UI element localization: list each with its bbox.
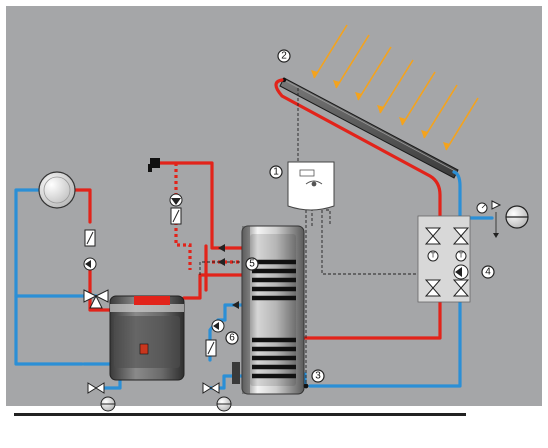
flow-arrows (218, 244, 239, 309)
radiator[interactable] (38, 171, 76, 209)
station-valve (424, 279, 442, 297)
callout-bottom-sensor: 3 (311, 369, 325, 383)
sun-rays (313, 24, 479, 151)
storage-tank[interactable] (241, 225, 305, 395)
boiler-window (139, 343, 149, 355)
wire-top-sensor (199, 261, 250, 276)
cold-water-supply (208, 303, 244, 362)
radiator-flow-top (72, 188, 92, 224)
tank-bottom-sensor (303, 383, 309, 389)
station-thermometer: T (427, 250, 439, 262)
check-valve-circulation (170, 207, 182, 225)
callout-top-sensor: 5 (245, 257, 259, 271)
boiler-charge-pump[interactable] (211, 319, 225, 333)
solar-pump-station[interactable]: T T (417, 215, 471, 303)
controller-display (299, 169, 315, 177)
solar-return-top (452, 170, 464, 220)
boiler-expansion-vessel[interactable] (100, 396, 116, 412)
svg-text:4: 4 (485, 267, 491, 278)
sun-ray (357, 46, 392, 101)
callout-hx-sensor: 6 (225, 331, 239, 345)
station-valve (452, 227, 470, 245)
sun-ray-arrowheads (311, 70, 450, 150)
controller-dial (305, 180, 323, 185)
svg-text:T: T (431, 253, 436, 260)
sun-ray (445, 97, 479, 151)
mixing-valve[interactable] (83, 289, 109, 309)
radiator-flow-mid (88, 268, 112, 312)
sun-ray (335, 34, 370, 89)
svg-text:5: 5 (249, 259, 255, 270)
radiator-pump[interactable] (83, 257, 97, 271)
solar-collector[interactable] (279, 77, 459, 179)
solar-pump (453, 264, 469, 280)
boiler-top-panel (134, 296, 170, 305)
svg-text:1: 1 (273, 167, 279, 178)
radiator-return-left (14, 188, 84, 366)
station-thermometer: T (455, 250, 467, 262)
boiler-drain-valve[interactable] (87, 382, 105, 394)
sun-ray (379, 59, 414, 114)
lower-heat-exchanger (252, 337, 296, 379)
boiler[interactable] (109, 295, 185, 381)
pressure-gauge (476, 202, 488, 214)
circulation-line (174, 163, 192, 270)
sun-ray (313, 24, 348, 79)
wire-controller-station (321, 210, 452, 275)
station-valve (452, 279, 470, 297)
svg-text:T: T (459, 253, 464, 260)
callout-solar-station: 4 (481, 265, 495, 279)
solar-flow-pipe (274, 78, 442, 340)
callout-controller: 1 (269, 165, 283, 179)
svg-text:3: 3 (315, 371, 321, 382)
solar-expansion-vessel[interactable] (505, 205, 529, 229)
station-valve (424, 227, 442, 245)
boiler-to-tank-coil (182, 273, 244, 300)
sun-ray (401, 71, 436, 126)
hot-water-tap[interactable] (148, 158, 160, 172)
check-valve-boiler (205, 339, 217, 357)
circulation-pump[interactable] (169, 193, 183, 207)
flow-arrow (218, 258, 225, 266)
svg-text:2: 2 (281, 51, 287, 62)
tank-drain-valve[interactable] (202, 382, 220, 394)
solar-controller[interactable] (287, 161, 335, 211)
flow-arrow (218, 244, 225, 252)
controller-knob (311, 181, 317, 187)
flow-arrow (232, 301, 239, 309)
check-valve-radiator (84, 229, 96, 247)
solar-return-bottom (308, 298, 462, 388)
floor-line (14, 413, 466, 416)
svg-text:6: 6 (229, 333, 235, 344)
wire-aux (326, 209, 331, 226)
control-wiring (199, 88, 452, 386)
tank-support (232, 362, 240, 384)
sun-ray (423, 84, 458, 139)
callout-collector: 2 (277, 49, 291, 63)
tank-expansion-vessel[interactable] (216, 396, 232, 412)
upper-heat-exchanger (252, 259, 296, 301)
safety-valve (491, 200, 502, 238)
